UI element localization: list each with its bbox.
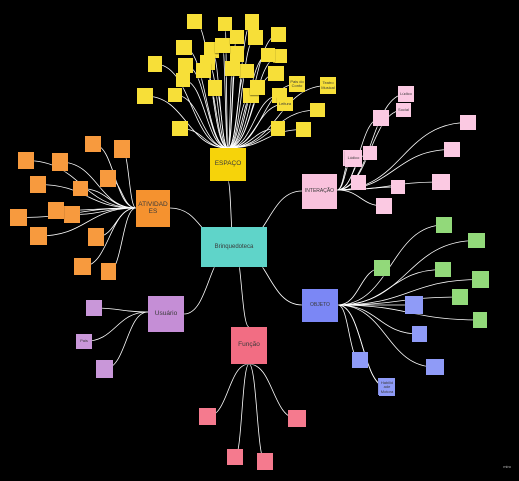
funcao-sticky-note[interactable]: [288, 410, 306, 427]
objeto-sticky-note[interactable]: [468, 233, 485, 248]
atividades-sticky-note[interactable]: [100, 170, 116, 187]
objeto-sticky-note[interactable]: Habilidade Motora: [379, 379, 395, 396]
center-node-brinquedoteca[interactable]: Brinquedoteca: [201, 227, 267, 267]
funcao-connector: [248, 363, 266, 462]
interacao-sticky-note[interactable]: [460, 115, 476, 130]
atividades-sticky-note[interactable]: [73, 181, 88, 196]
objeto-connector: [337, 279, 481, 306]
espaco-sticky-note[interactable]: [218, 17, 232, 31]
interacao-sticky-note[interactable]: [432, 174, 450, 190]
espaco-sticky-note[interactable]: [261, 48, 275, 62]
interacao-sticky-note[interactable]: Social: [396, 103, 411, 117]
atividades-connector: [37, 184, 137, 209]
espaco-sticky-note[interactable]: [273, 49, 287, 63]
espaco-sticky-note[interactable]: Pais do Conto: [289, 76, 305, 92]
espaco-sticky-note[interactable]: [196, 63, 211, 78]
atividades-sticky-note[interactable]: [52, 153, 68, 171]
espaco-sticky-note[interactable]: [230, 30, 244, 44]
objeto-sticky-note[interactable]: [436, 217, 452, 233]
atividades-sticky-note[interactable]: [64, 206, 80, 223]
funcao-sticky-note[interactable]: [199, 408, 216, 425]
espaco-sticky-note[interactable]: [172, 121, 188, 136]
objeto-sticky-note[interactable]: [472, 271, 489, 288]
branch-node-objeto[interactable]: OBJETO: [302, 289, 338, 322]
objeto-sticky-note[interactable]: [452, 289, 468, 305]
objeto-sticky-note[interactable]: [426, 359, 444, 375]
interacao-sticky-note[interactable]: [444, 142, 460, 157]
espaco-sticky-note[interactable]: [268, 66, 284, 81]
espaco-sticky-note[interactable]: [187, 14, 202, 29]
espaco-sticky-note[interactable]: [310, 103, 325, 117]
atividades-sticky-note[interactable]: [18, 152, 34, 169]
atividades-sticky-note[interactable]: [30, 227, 47, 245]
objeto-sticky-note[interactable]: [405, 296, 423, 314]
atividades-connector: [38, 207, 137, 237]
atividades-sticky-note[interactable]: [101, 263, 116, 280]
objeto-sticky-note[interactable]: [374, 260, 390, 276]
espaco-sticky-note[interactable]: [137, 88, 153, 104]
objeto-connector: [337, 269, 444, 306]
espaco-sticky-note[interactable]: Teatro Musical: [320, 77, 336, 94]
interacao-sticky-note[interactable]: [391, 180, 405, 194]
atividades-connector: [108, 207, 137, 272]
espaco-sticky-note[interactable]: [176, 40, 192, 55]
atividades-sticky-note[interactable]: [10, 209, 27, 226]
espaco-connector: [174, 94, 229, 149]
branch-node-espaco[interactable]: ESPAÇO: [210, 148, 246, 181]
usuario-sticky-note[interactable]: [96, 360, 113, 378]
espaco-sticky-note[interactable]: [271, 27, 286, 42]
funcao-sticky-note[interactable]: [227, 449, 243, 465]
atividades-sticky-note[interactable]: [48, 202, 64, 219]
espaco-sticky-note[interactable]: [148, 56, 162, 72]
objeto-sticky-note[interactable]: [352, 352, 368, 368]
espaco-sticky-note[interactable]: [248, 30, 263, 45]
espaco-sticky-note[interactable]: [168, 88, 182, 102]
espaco-sticky-note[interactable]: [239, 64, 254, 78]
interacao-sticky-note[interactable]: Lúdico: [398, 86, 414, 102]
espaco-connector: [227, 103, 286, 149]
objeto-sticky-note[interactable]: [412, 326, 427, 342]
espaco-sticky-note[interactable]: [215, 38, 230, 53]
branch-node-interacao[interactable]: INTERAÇÃO: [302, 174, 337, 209]
interacao-sticky-note[interactable]: [351, 175, 366, 190]
usuario-connector: [93, 307, 149, 313]
funcao-connector: [234, 363, 250, 458]
espaco-connector: [227, 85, 329, 149]
funcao-sticky-note[interactable]: [257, 453, 273, 470]
atividades-sticky-note[interactable]: [114, 140, 130, 158]
branch-node-funcao[interactable]: Função: [231, 327, 267, 364]
espaco-sticky-note[interactable]: [208, 80, 222, 96]
espaco-sticky-note[interactable]: [230, 46, 244, 62]
atividades-sticky-note[interactable]: [85, 136, 101, 152]
espaco-sticky-note[interactable]: [245, 14, 259, 30]
interacao-sticky-note[interactable]: Lúdico: [345, 150, 362, 167]
interacao-sticky-note[interactable]: [373, 110, 389, 126]
espaco-connector: [154, 63, 229, 149]
objeto-sticky-note[interactable]: [435, 262, 451, 277]
espaco-sticky-note[interactable]: [176, 73, 190, 87]
espaco-sticky-note[interactable]: [296, 122, 311, 137]
objeto-connector: [337, 304, 436, 368]
objeto-sticky-note[interactable]: [473, 312, 487, 328]
atividades-sticky-note[interactable]: [74, 258, 91, 275]
espaco-sticky-note[interactable]: [225, 61, 240, 76]
usuario-connector: [83, 311, 149, 342]
branch-node-usuario[interactable]: Usuário: [148, 296, 184, 332]
atividades-connector: [59, 161, 137, 209]
objeto-connector: [337, 224, 445, 306]
espaco-sticky-note[interactable]: [250, 80, 265, 95]
interacao-sticky-note[interactable]: [363, 146, 377, 160]
usuario-sticky-note[interactable]: Pais: [76, 334, 92, 349]
espaco-connector: [227, 129, 304, 149]
interacao-sticky-note[interactable]: [376, 198, 392, 214]
espaco-sticky-note[interactable]: [271, 121, 285, 136]
espaco-sticky-note[interactable]: Leitura: [277, 97, 293, 111]
miro-watermark: miro: [503, 464, 511, 469]
branch-node-atividades[interactable]: ATIVIDADES: [136, 190, 170, 227]
atividades-sticky-note[interactable]: [88, 228, 104, 246]
espaco-sticky-note[interactable]: [178, 58, 193, 73]
usuario-sticky-note[interactable]: [86, 300, 102, 316]
atividades-sticky-note[interactable]: [30, 176, 46, 193]
